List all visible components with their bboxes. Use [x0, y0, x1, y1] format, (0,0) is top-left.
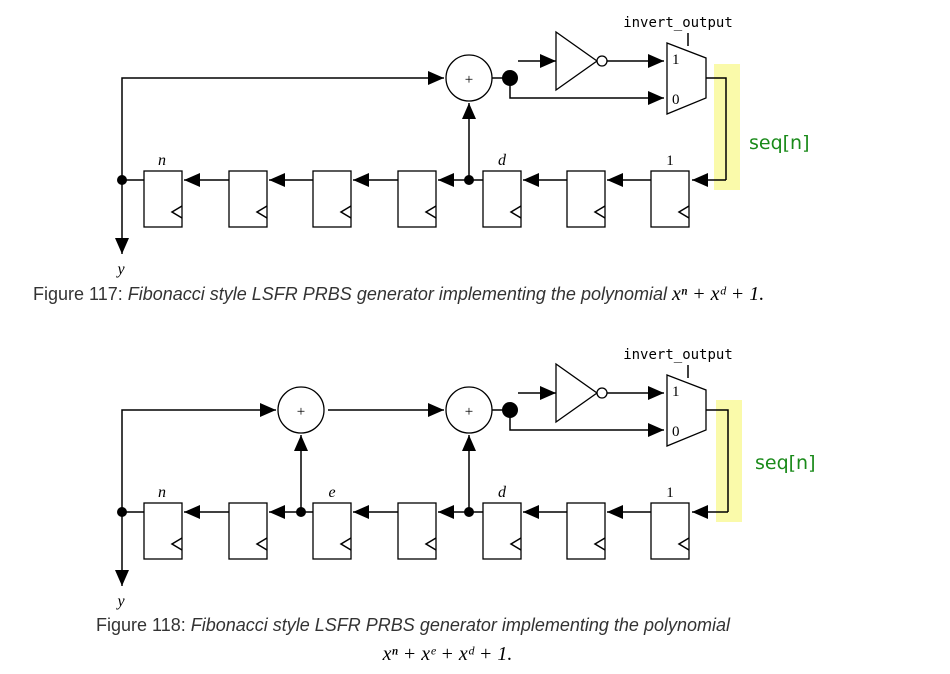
register: [566, 170, 606, 228]
register-d: [482, 502, 522, 560]
xor-symbol: +: [297, 404, 305, 420]
seq-label: seq[n]: [755, 452, 816, 474]
tap-label-d: d: [498, 484, 507, 501]
invert-output-label: invert_output: [623, 15, 733, 31]
tap-d-junction: [464, 175, 474, 185]
register-e: [312, 502, 352, 560]
mux-input-0-label: 0: [672, 424, 680, 440]
invert-output-label: invert_output: [623, 347, 733, 363]
figure-117-caption: Figure 117: Fibonacci style LSFR PRBS ge…: [33, 283, 764, 306]
seq-label: seq[n]: [749, 132, 810, 154]
tap-label-d: d: [498, 152, 507, 169]
tap-label-e: e: [328, 484, 335, 501]
register-1: [650, 170, 690, 228]
register-1: [650, 502, 690, 560]
register-chain: [143, 502, 690, 560]
seq-highlight: [716, 400, 742, 522]
junction-dot: [502, 402, 518, 418]
bypass-wire: [509, 80, 664, 105]
register-chain: [143, 170, 690, 228]
register-n: [143, 502, 183, 560]
xor-gate-left: [277, 386, 325, 434]
caption-prefix: Figure 118:: [96, 615, 191, 635]
register: [228, 502, 268, 560]
tap-label-1: 1: [666, 153, 674, 169]
mux-input-1-label: 1: [672, 384, 680, 400]
xor-symbol: +: [465, 404, 473, 420]
tap-d-junction: [464, 507, 474, 517]
tap-label-1: 1: [666, 485, 674, 501]
tap-label-n: n: [158, 484, 166, 501]
junction-dot: [502, 70, 518, 86]
inverter-bubble: [596, 387, 608, 399]
figure-117-diagram: invert_output 1 0 +: [115, 15, 810, 278]
figure-118-diagram: invert_output 1 0 + +: [115, 347, 816, 610]
tap-n-wire: [121, 71, 444, 180]
figure-118-polynomial: xⁿ + xᵉ + xᵈ + 1.: [0, 643, 895, 666]
seq-highlight: [714, 64, 740, 190]
mux-output-wire: [706, 77, 727, 180]
mux-input-0-label: 0: [672, 92, 680, 108]
caption-polynomial: xⁿ + xᵈ + 1.: [672, 283, 765, 305]
register: [397, 502, 437, 560]
xor-symbol: +: [465, 72, 473, 88]
inverter: [555, 362, 599, 424]
mux-output-wire: [706, 409, 729, 512]
register: [228, 170, 268, 228]
tap-n-wire: [121, 403, 276, 512]
output-label: y: [115, 593, 125, 610]
caption-polynomial: xⁿ + xᵉ + xᵈ + 1.: [382, 643, 513, 665]
inverter: [555, 30, 599, 92]
caption-prefix: Figure 117:: [33, 284, 128, 304]
register-d: [482, 170, 522, 228]
register: [397, 170, 437, 228]
caption-text: Fibonacci style LSFR PRBS generator impl…: [127, 284, 672, 304]
output-label: y: [115, 261, 125, 278]
figure-118-caption: Figure 118: Fibonacci style LSFR PRBS ge…: [96, 615, 730, 636]
caption-text: Fibonacci style LSFR PRBS generator impl…: [190, 615, 730, 635]
register: [566, 502, 606, 560]
bypass-wire: [509, 412, 664, 437]
tap-label-n: n: [158, 152, 166, 169]
mux-input-1-label: 1: [672, 52, 680, 68]
tap-e-junction: [296, 507, 306, 517]
mux: [666, 42, 707, 115]
mux: [666, 374, 707, 447]
register: [312, 170, 352, 228]
register-n: [143, 170, 183, 228]
inverter-bubble: [596, 55, 608, 67]
